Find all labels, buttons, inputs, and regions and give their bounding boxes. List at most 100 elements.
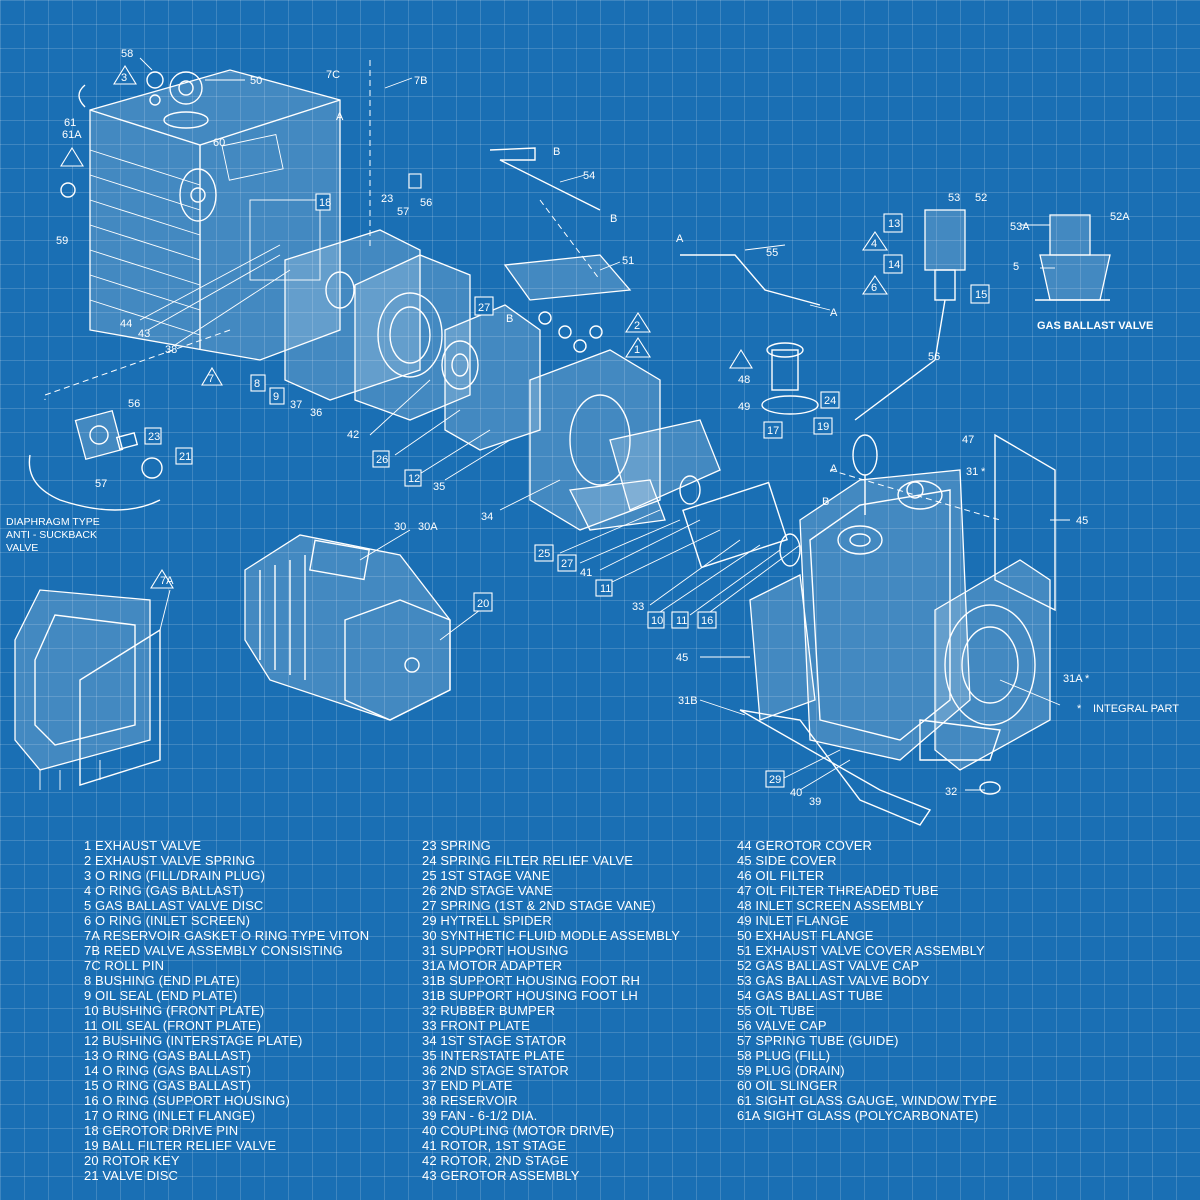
legend-item: 7A RESERVOIR GASKET O RING TYPE VITON (84, 928, 370, 943)
legend-item: 47 OIL FILTER THREADED TUBE (737, 883, 939, 898)
part-9: 9 (273, 391, 279, 403)
legend-item: 33 FRONT PLATE (422, 1018, 530, 1033)
part-55: 55 (766, 247, 778, 259)
legend-item: 45 SIDE COVER (737, 853, 837, 868)
part-36: 36 (310, 407, 322, 419)
legend-item: 61 SIGHT GLASS GAUGE, WINDOW TYPE (737, 1093, 997, 1108)
point-b-2: B (610, 213, 617, 225)
pump-stages (284, 229, 721, 531)
part-50: 50 (250, 75, 262, 87)
legend-item: 57 SPRING TUBE (GUIDE) (737, 1033, 899, 1048)
legend-item: 35 INTERSTATE PLATE (422, 1048, 565, 1063)
part-12: 12 (408, 473, 420, 485)
legend-item: 36 2ND STAGE STATOR (422, 1063, 569, 1078)
part-48: 48 (738, 374, 750, 386)
part-49: 49 (738, 401, 750, 413)
gas-ballast-valve-drawing (854, 209, 1111, 421)
legend-item: 31A MOTOR ADAPTER (422, 958, 563, 973)
part-14: 14 (888, 259, 900, 271)
legend-item: 21 VALVE DISC (84, 1168, 179, 1183)
legend-item: 43 GEROTOR ASSEMBLY (422, 1168, 580, 1183)
part-27b: 27 (561, 558, 573, 570)
legend-item: 25 1ST STAGE VANE (422, 868, 551, 883)
legend-item: 46 OIL FILTER (737, 868, 825, 883)
part-11a: 11 (600, 583, 611, 595)
legend-item: 24 SPRING FILTER RELIEF VALVE (422, 853, 633, 868)
legend-item: 54 GAS BALLAST TUBE (737, 988, 883, 1003)
legend-item: 34 1ST STAGE STATOR (422, 1033, 567, 1048)
part-52: 52 (975, 192, 987, 204)
part-26: 26 (376, 454, 388, 466)
part-53: 53 (948, 192, 960, 204)
tri-label-3: 3 (121, 72, 127, 84)
legend-item: 42 ROTOR, 2ND STAGE (422, 1153, 569, 1168)
part-35: 35 (433, 481, 445, 493)
part-56a: 56 (420, 197, 432, 209)
part-60: 60 (213, 137, 225, 149)
part-43: 43 (138, 328, 150, 340)
legend-item: 27 SPRING (1ST & 2ND STAGE VANE) (422, 898, 656, 913)
part-24: 24 (824, 395, 836, 407)
part-16: 16 (701, 615, 713, 627)
legend-item: 9 OIL SEAL (END PLATE) (84, 988, 238, 1003)
part-45b: 45 (676, 652, 688, 664)
legend-item: 37 END PLATE (422, 1078, 513, 1093)
point-a-4: A (830, 463, 838, 475)
legend-item: 4 O RING (GAS BALLAST) (84, 883, 244, 898)
legend-item: 41 ROTOR, 1ST STAGE (422, 1138, 567, 1153)
part-10: 10 (651, 615, 663, 627)
part-41: 41 (580, 567, 592, 579)
part-25: 25 (538, 548, 550, 560)
legend-item: 13 O RING (GAS BALLAST) (84, 1048, 252, 1063)
part-8: 8 (254, 378, 260, 390)
diaphragm-caption-line-1: DIAPHRAGM TYPE (6, 516, 100, 528)
support-housing (682, 433, 1056, 826)
legend-item: 31 SUPPORT HOUSING (422, 943, 569, 958)
part-61a: 61A (62, 129, 82, 141)
legend-item: 17 O RING (INLET FLANGE) (84, 1108, 256, 1123)
legend-item: 12 BUSHING (INTERSTAGE PLATE) (84, 1033, 303, 1048)
part-5: 5 (1013, 261, 1019, 273)
legend-item: 55 OIL TUBE (737, 1003, 815, 1018)
part-17: 17 (767, 425, 779, 437)
legend-item: 15 O RING (GAS BALLAST) (84, 1078, 252, 1093)
part-44: 44 (120, 318, 132, 330)
legend-item: 40 COUPLING (MOTOR DRIVE) (422, 1123, 615, 1138)
inlet-flange (761, 342, 878, 515)
point-b-3: B (506, 313, 513, 325)
gas-ballast-tube (489, 147, 601, 211)
legend-item: 30 SYNTHETIC FLUID MODLE ASSEMBLY (422, 928, 681, 943)
part-57a: 57 (397, 206, 409, 218)
part-20: 20 (477, 598, 489, 610)
legend-item: 6 O RING (INLET SCREEN) (84, 913, 251, 928)
legend-item: 23 SPRING (422, 838, 491, 853)
legend-item: 20 ROTOR KEY (84, 1153, 180, 1168)
part-52a: 52A (1110, 211, 1130, 223)
tri-label-1: 1 (634, 344, 640, 356)
legend-item: 56 VALVE CAP (737, 1018, 827, 1033)
part-40: 40 (790, 787, 802, 799)
star-marker-2: * (1085, 673, 1090, 685)
part-27: 27 (478, 302, 490, 314)
tri-label-4: 4 (871, 238, 877, 250)
legend-item: 52 GAS BALLAST VALVE CAP (737, 958, 920, 973)
legend-item: 7C ROLL PIN (84, 958, 165, 973)
part-47: 47 (962, 434, 974, 446)
diaphragm-valve (28, 409, 163, 511)
tri-label-2: 2 (634, 320, 640, 332)
oil-tube (680, 254, 821, 306)
legend-item: 38 RESERVOIR (422, 1093, 518, 1108)
gas-ballast-valve-caption: GAS BALLAST VALVE (1037, 320, 1153, 332)
exploded-parts-diagram: 58 50 7C 7B 61 61A 60 59 A 18 23 57 56 B… (6, 48, 1179, 826)
reservoir-gasket (14, 589, 161, 790)
diaphragm-caption-line-3: VALVE (6, 542, 38, 554)
part-56b: 56 (128, 398, 140, 410)
legend-item: 29 HYTRELL SPIDER (422, 913, 552, 928)
legend-item: 14 O RING (GAS BALLAST) (84, 1063, 252, 1078)
legend-item: 8 BUSHING (END PLATE) (84, 973, 240, 988)
legend-item: 1 EXHAUST VALVE (84, 838, 202, 853)
part-labels: 58 50 7C 7B 61 61A 60 59 A 18 23 57 56 B… (6, 48, 1179, 808)
part-51: 51 (622, 255, 634, 267)
